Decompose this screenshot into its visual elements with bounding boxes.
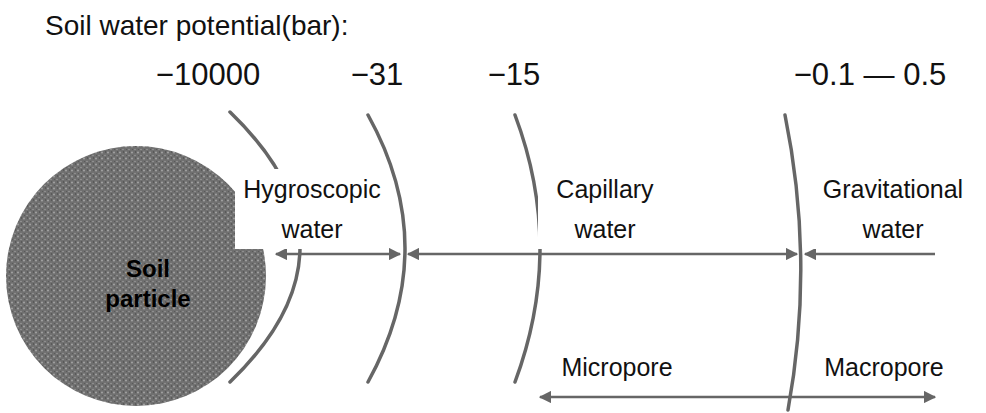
pore-type: Micropore — [559, 352, 674, 382]
potential-value: −10000 — [154, 56, 262, 93]
range-arrow — [276, 253, 400, 256]
range-arrow — [408, 253, 797, 256]
boundary-arc — [515, 115, 540, 382]
potential-value: −31 — [349, 56, 406, 93]
potential-value: −0.1 — 0.5 — [792, 56, 949, 93]
water-type: Capillary water — [538, 169, 672, 249]
range-arrow — [540, 396, 935, 399]
soil-particle-circle: Soil particle — [5, 145, 267, 407]
node-label: Soil particle — [93, 254, 203, 314]
boundary-arc — [785, 115, 801, 410]
diagram-title: Soil water potential(bar): — [45, 9, 348, 43]
pore-type: Macropore — [822, 352, 946, 382]
water-type: Gravitational water — [809, 169, 978, 249]
range-arrow — [805, 253, 935, 256]
potential-value: −15 — [486, 56, 543, 93]
water-type: Hygroscopic water — [235, 169, 389, 249]
